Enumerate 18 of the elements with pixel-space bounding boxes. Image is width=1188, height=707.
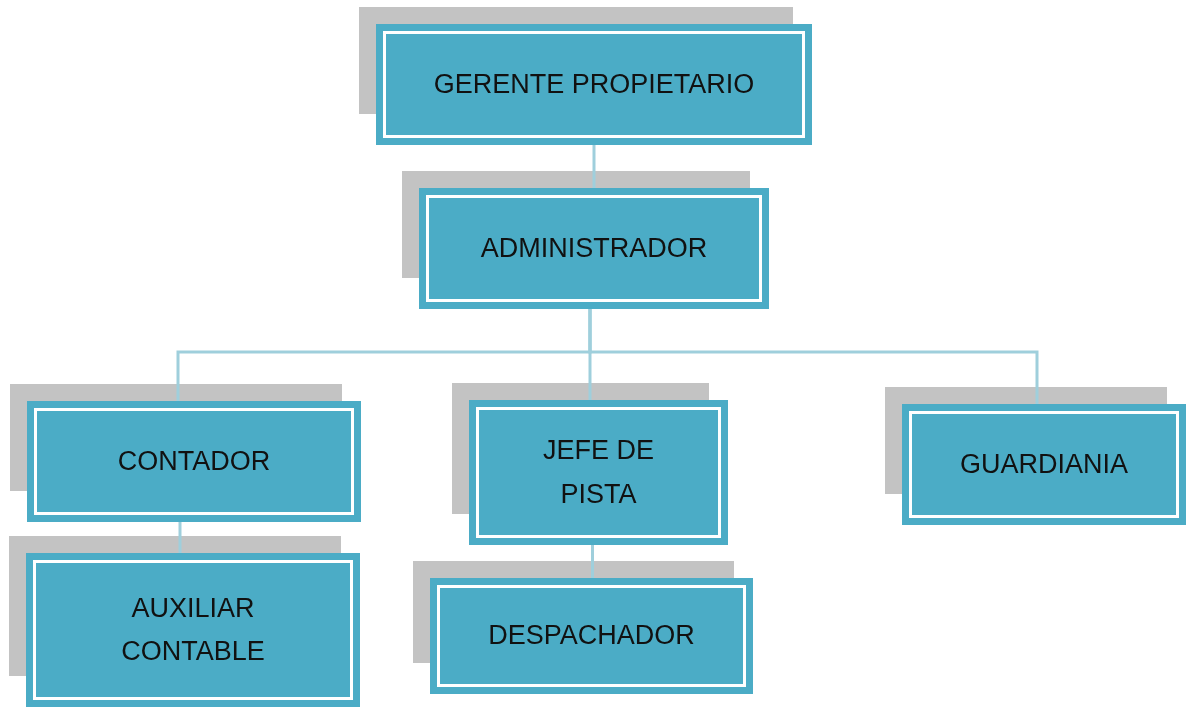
role-title: AUXILIAR CONTABLE (120, 591, 266, 668)
connector-line (178, 522, 182, 553)
org-box (27, 401, 361, 522)
role-title: ADMINISTRADOR (480, 231, 708, 265)
role-title: GERENTE PROPIETARIO (433, 67, 755, 101)
role-title: GUARDIANIA (960, 447, 1128, 481)
org-box (26, 553, 360, 707)
role-title: CONTADOR (117, 444, 271, 478)
role-title: JEFE DE PISTA (542, 434, 655, 511)
org-box (469, 400, 728, 545)
org-box (430, 578, 753, 694)
connector-line (591, 545, 594, 578)
org-box (376, 24, 812, 145)
org-box (902, 404, 1186, 525)
connector-line (588, 309, 1039, 404)
role-title: DESPACHADOR (488, 619, 695, 653)
connector-line (592, 145, 596, 188)
org-box (419, 188, 769, 309)
